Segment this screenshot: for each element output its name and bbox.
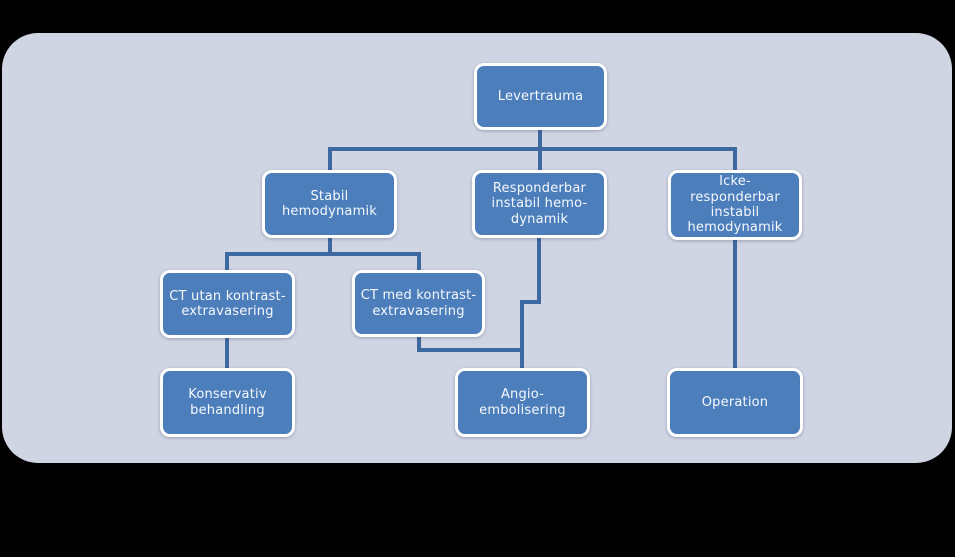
node-operation: Operation bbox=[667, 368, 803, 437]
node-levertrauma: Levertrauma bbox=[474, 63, 607, 130]
connector-icke-to-operation bbox=[733, 238, 737, 370]
connector-ct-med-h bbox=[417, 348, 524, 352]
node-konservativ-behandling: Konservativ behandling bbox=[160, 368, 295, 437]
connector-branch-to-stabil bbox=[328, 147, 332, 172]
connector-branch-to-ct-utan bbox=[225, 252, 229, 272]
connector-branch-to-icke bbox=[733, 147, 737, 172]
node-icke-responderbar-instabil-hemodynamik: Icke- responderbar instabil hemodynamik bbox=[668, 170, 802, 240]
connector-stabil-branch-h bbox=[225, 252, 421, 256]
node-stabil-hemodynamik: Stabil hemodynamik bbox=[262, 170, 397, 238]
node-ct-utan-kontrastextravasering: CT utan kontrast- extravasering bbox=[160, 270, 295, 338]
connector-branch-to-ct-med bbox=[417, 252, 421, 272]
connector-ct-utan-to-konservativ bbox=[225, 336, 229, 370]
node-angioembolisering: Angio- embolisering bbox=[455, 368, 590, 437]
connector-responderbar-down bbox=[537, 236, 541, 304]
connector-responderbar-jog bbox=[520, 300, 541, 304]
connector-to-angio bbox=[520, 300, 524, 370]
connector-ct-med-down bbox=[417, 336, 421, 352]
node-responderbar-instabil-hemodynamik: Responderbar instabil hemo- dynamik bbox=[472, 170, 607, 238]
node-ct-med-kontrastextravasering: CT med kontrast- extravasering bbox=[352, 270, 485, 337]
connector-root-branch-h bbox=[328, 147, 737, 151]
connector-stabil-down bbox=[328, 236, 332, 256]
